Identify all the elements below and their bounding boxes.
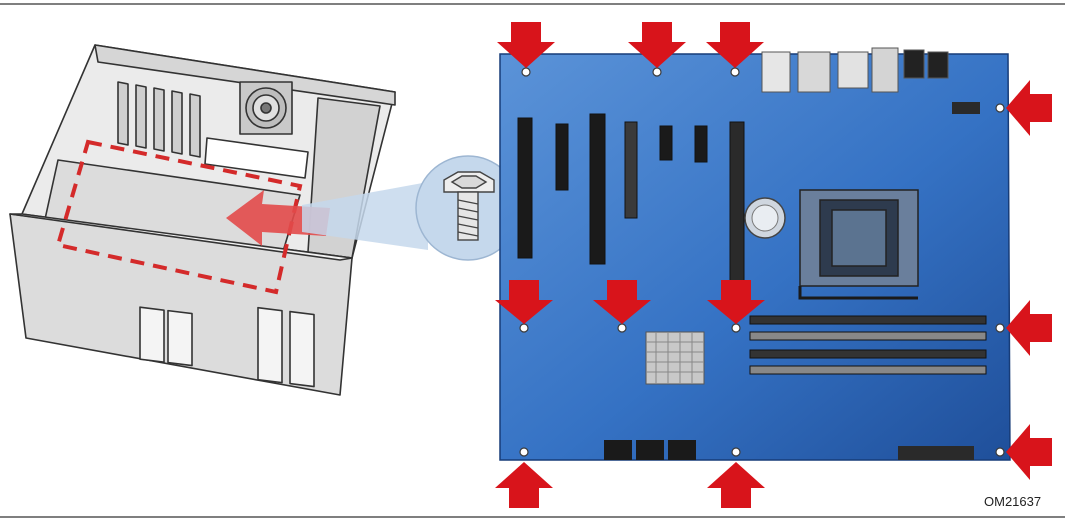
pci-slot-2 [555,123,569,191]
bottom-connectors [604,102,980,460]
pci-slot-4 [624,121,638,219]
arrow-icon [495,462,553,508]
expansion-slots [517,113,745,283]
front-bay-2 [167,309,193,367]
arrow-icon [1006,300,1052,356]
mount-hole-7 [731,323,741,333]
memory-slots [749,315,987,375]
arrow-icon [593,280,651,324]
front-bay-1 [139,306,165,363]
arrow-icon [1006,80,1052,136]
arrow-icon [628,22,686,68]
pci-slot-6 [694,125,708,163]
arrow-icon [706,22,764,68]
cpu-socket [798,189,919,300]
fan-icon [245,87,287,129]
motherboard-placement-outline [55,139,303,295]
pcie-slot-1 [517,117,533,259]
mount-hole-11 [995,447,1005,457]
chassis-back-wall [94,44,396,106]
motherboard-pcb [499,53,1011,461]
pc-chassis [9,44,396,396]
front-bay-4 [289,310,315,388]
mount-hole-10 [731,447,741,457]
rear-io-connectors [761,47,949,93]
mount-hole-9 [519,447,529,457]
arrow-icon [495,280,553,324]
atx-power-connector [898,446,974,460]
chipset-heatsink [645,331,705,385]
mount-arrows [495,22,1052,508]
pci-slot-5 [659,125,673,161]
expansion-slot-covers [117,81,201,158]
chassis-front-top-edge [9,213,353,261]
screw-icon [443,171,495,241]
pcie-slot-3 [589,113,606,265]
mount-hole-4 [995,103,1005,113]
heatsink-fins [646,332,704,384]
mount-hole-3 [730,67,740,77]
arrow-icon [497,22,555,68]
mount-hole-2 [652,67,662,77]
front-bay-3 [257,306,283,384]
mount-hole-8 [995,323,1005,333]
arrow-icon [1006,424,1052,480]
cmos-battery-icon [744,197,786,239]
figure-code: OM21637 [984,494,1041,509]
arrow-icon [707,462,765,508]
mount-hole-5 [519,323,529,333]
mount-hole-6 [617,323,627,333]
arrow-icon [707,280,765,324]
callout-beam [302,182,428,250]
mount-hole-1 [521,67,531,77]
io-shield-opening [204,137,309,179]
pcie-x16-slot [729,121,745,283]
